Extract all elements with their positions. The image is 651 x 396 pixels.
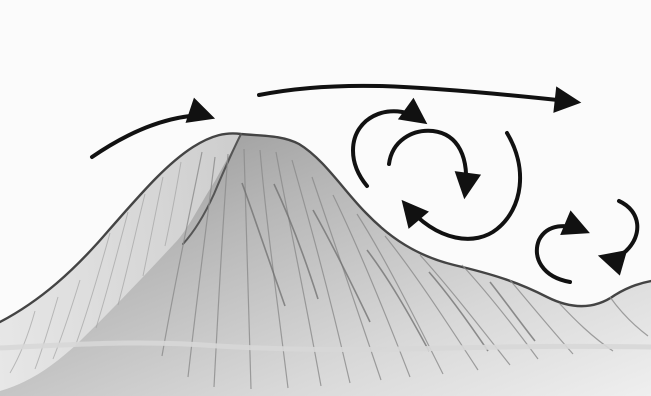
mountain-wind-sketch	[0, 0, 651, 396]
sketch-canvas	[0, 0, 651, 396]
